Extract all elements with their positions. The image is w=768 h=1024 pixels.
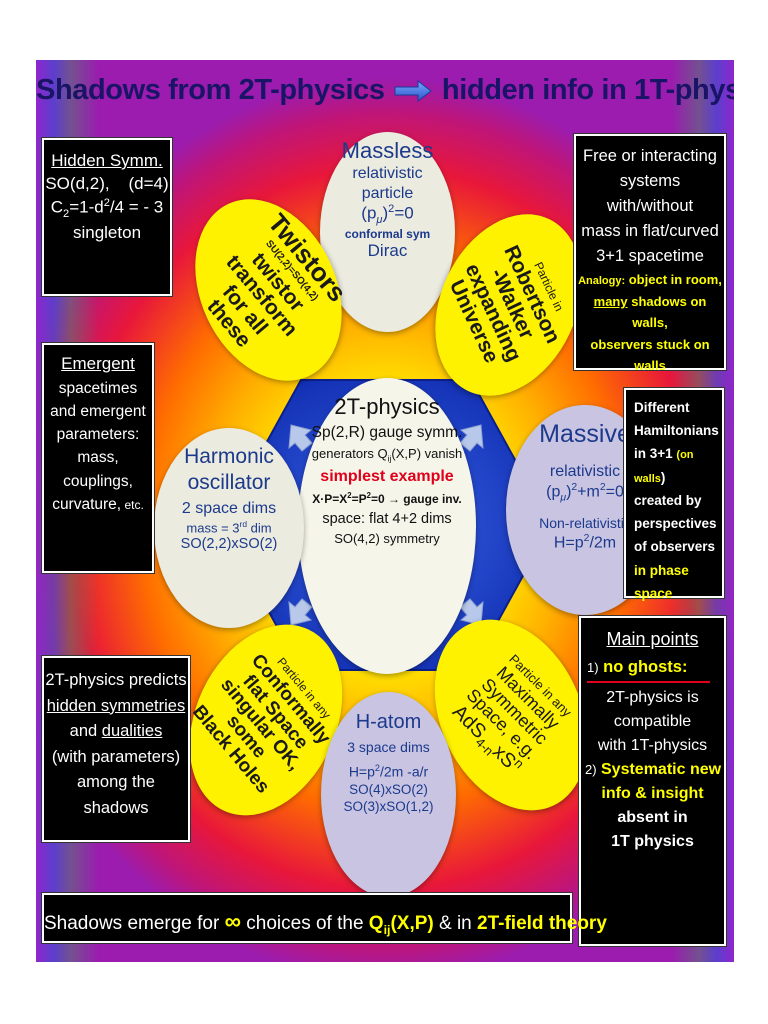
free-shadows: many shadows on walls, bbox=[593, 293, 707, 331]
box-bottom-banner: Shadows emerge for ∞ choices of the Qij(… bbox=[42, 893, 607, 943]
main-line: info & insight bbox=[601, 785, 704, 802]
massive-equation: (pμ)2+m2=0 bbox=[546, 481, 624, 504]
emergent-line: and emergent bbox=[50, 402, 146, 420]
title-left: Shadows from 2T-physics bbox=[36, 74, 385, 106]
free-line: Free or interacting bbox=[583, 147, 717, 165]
emergent-heading: Emergent bbox=[61, 354, 135, 373]
center-constraint: X·P=X2=P2=0 → gauge inv. bbox=[312, 490, 462, 506]
banner-text: choices of the bbox=[241, 913, 369, 934]
hatom-so2: SO(3)xSO(1,2) bbox=[343, 799, 434, 815]
banner-text: & in bbox=[433, 913, 478, 934]
hidden-symm-casimir: C2=1-d2/4 = - 3 bbox=[50, 196, 164, 220]
predicts-line: 2T-physics predicts bbox=[45, 671, 187, 689]
harmonic-title-2: oscillator bbox=[187, 470, 271, 494]
different-line: Hamiltonians bbox=[634, 423, 719, 439]
free-line: 3+1 spacetime bbox=[596, 247, 704, 266]
box-predicts: 2T-physics predicts hidden symmetries an… bbox=[42, 656, 190, 842]
free-observers: observers stuck on walls bbox=[590, 336, 710, 374]
circle-harmonic-oscillator: Harmonic oscillator 2 space dims mass = … bbox=[154, 428, 304, 628]
infinity-icon: ∞ bbox=[224, 908, 241, 934]
arrow-downleft-icon bbox=[288, 598, 313, 626]
different-phase: in phase space bbox=[634, 562, 689, 601]
hatom-title: H-atom bbox=[355, 711, 422, 733]
hidden-symm-line: singleton bbox=[72, 222, 142, 242]
main-line: 1T physics bbox=[611, 833, 694, 850]
box-different-hamiltonians: Different Hamiltonians in 3+1 (on walls)… bbox=[624, 388, 724, 601]
main-heading: Main points bbox=[606, 629, 699, 649]
massive-nonrel: Non-relativistic bbox=[539, 515, 631, 532]
different-line: created by bbox=[634, 492, 702, 508]
center-generators: generators Qij(X,P) vanish bbox=[311, 446, 463, 464]
main-line: absent in bbox=[617, 809, 688, 826]
hatom-h: H=p2/2m -a/r bbox=[348, 762, 429, 780]
box-emergent: Emergent spacetimes and emergent paramet… bbox=[42, 343, 154, 573]
predicts-line: hidden symmetries bbox=[46, 696, 186, 715]
center-title: 2T-physics bbox=[334, 394, 440, 419]
massive-h: H=p2/2m bbox=[553, 532, 617, 551]
circle-h-atom: H-atom 3 space dims H=p2/2m -a/r SO(4)xS… bbox=[321, 692, 456, 897]
main-line: compatible bbox=[613, 713, 692, 730]
free-line: systems with/without bbox=[606, 172, 694, 216]
slide: Shadows from 2T-physics hidden info in 1… bbox=[36, 60, 734, 962]
main-point-1: 1) no ghosts: bbox=[587, 658, 688, 676]
center-so42: SO(4,2) symmetry bbox=[334, 530, 440, 546]
massive-title: Massive bbox=[539, 420, 631, 448]
main-red-rule bbox=[587, 681, 710, 683]
title-right: hidden info in 1T-physics bbox=[441, 74, 734, 106]
massless-particle: particle bbox=[361, 184, 414, 202]
massless-relativistic: relativistic bbox=[352, 165, 423, 183]
center-space: space: flat 4+2 dims bbox=[322, 510, 452, 527]
free-line: mass in flat/curved bbox=[581, 222, 719, 241]
massless-conformal: conformal sym bbox=[344, 227, 431, 242]
center-gauge: Sp(2,R) gauge symm. bbox=[311, 424, 463, 441]
hidden-symm-heading: Hidden Symm. bbox=[51, 151, 163, 170]
banner-field: 2T-field theory bbox=[477, 913, 607, 934]
harmonic-dims: 2 space dims bbox=[181, 500, 277, 518]
harmonic-so: SO(2,2)xSO(2) bbox=[180, 535, 278, 552]
main-line: with 1T-physics bbox=[597, 737, 708, 754]
massless-dirac: Dirac bbox=[367, 241, 408, 261]
main-line: 2T-physics is bbox=[606, 689, 699, 706]
banner-q: Qij(X,P) bbox=[368, 913, 434, 937]
emergent-line: mass, bbox=[77, 449, 119, 467]
massless-title: Massless bbox=[341, 138, 434, 163]
emergent-line: curvature, etc. bbox=[52, 495, 144, 513]
box-main-points: Main points 1) no ghosts: 2T-physics is … bbox=[579, 616, 726, 946]
different-line: perspectives bbox=[634, 516, 717, 532]
circle-massless: Massless relativistic particle (pμ)2=0 c… bbox=[320, 132, 455, 332]
arrow-upleft-icon bbox=[288, 424, 313, 452]
hatom-so1: SO(4)xSO(2) bbox=[349, 782, 428, 798]
different-line: Different bbox=[634, 400, 690, 415]
center-simplest: simplest example bbox=[320, 467, 454, 485]
massive-relativistic: relativistic bbox=[549, 463, 621, 480]
hatom-dims: 3 space dims bbox=[347, 739, 430, 756]
page-title: Shadows from 2T-physics hidden info in 1… bbox=[36, 74, 734, 107]
emergent-line: spacetimes bbox=[58, 379, 138, 397]
harmonic-mass: mass = 3rd dim bbox=[186, 518, 272, 536]
center-circle-2t-physics: 2T-physics Sp(2,R) gauge symm. generator… bbox=[298, 378, 476, 674]
box-hidden-symmetry: Hidden Symm. SO(d,2), (d=4) C2=1-d2/4 = … bbox=[42, 138, 172, 296]
free-analogy: Analogy: object in room, bbox=[578, 272, 722, 288]
different-line: of observers bbox=[634, 539, 716, 555]
predicts-line: among the shadows bbox=[77, 773, 155, 817]
emergent-line: couplings, bbox=[63, 472, 133, 490]
banner-text: Shadows emerge for bbox=[44, 913, 225, 934]
predicts-line: and dualities bbox=[69, 722, 163, 741]
main-point-2: 2) Systematic new bbox=[585, 761, 722, 778]
arrow-upright-icon bbox=[459, 424, 484, 452]
massless-equation: (pμ)2=0 bbox=[361, 202, 414, 226]
harmonic-title: Harmonic bbox=[184, 445, 274, 468]
right-arrow-icon bbox=[394, 80, 433, 103]
emergent-line: parameters: bbox=[56, 426, 140, 443]
different-line: in 3+1 (on walls) bbox=[634, 446, 694, 485]
arrow-downright-icon bbox=[459, 598, 484, 626]
hidden-symm-line: SO(d,2), (d=4) bbox=[45, 173, 169, 193]
predicts-line: (with parameters) bbox=[51, 747, 181, 766]
box-free-interacting: Free or interacting systems with/without… bbox=[574, 134, 726, 373]
